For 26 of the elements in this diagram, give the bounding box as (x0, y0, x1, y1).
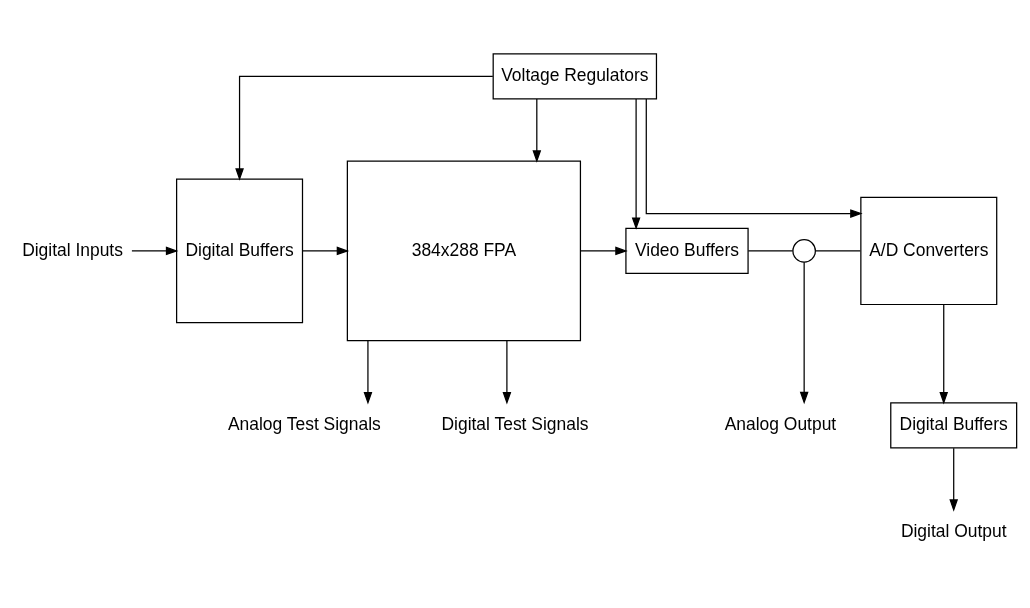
node-text: Digital Inputs (22, 239, 123, 260)
connector (815, 249, 861, 252)
node-box: A/D Converters (860, 196, 998, 305)
arrow (532, 97, 542, 163)
node-box: Video Buffers (625, 227, 749, 274)
arrow (631, 97, 641, 230)
node-box: Digital Buffers (176, 178, 304, 323)
node-box: Digital Buffers (890, 401, 1018, 448)
arrow (302, 246, 350, 255)
arrow (131, 246, 179, 255)
arrow (502, 339, 512, 405)
arrow (235, 75, 494, 181)
node-box: 384x288 FPA (346, 160, 582, 341)
arrow (799, 261, 809, 404)
node-text: Analog Test Signals (227, 413, 381, 434)
arrow (363, 339, 373, 405)
arrow (949, 447, 959, 512)
node-text: Digital Test Signals (441, 413, 589, 434)
connector (747, 249, 794, 252)
arrow (580, 246, 628, 255)
node-text: Digital Output (900, 520, 1007, 541)
node-switch (792, 238, 816, 263)
arrow (645, 97, 863, 218)
arrow (939, 303, 949, 404)
node-text: Analog Output (724, 413, 837, 434)
node-box: Voltage Regulators (492, 52, 658, 99)
